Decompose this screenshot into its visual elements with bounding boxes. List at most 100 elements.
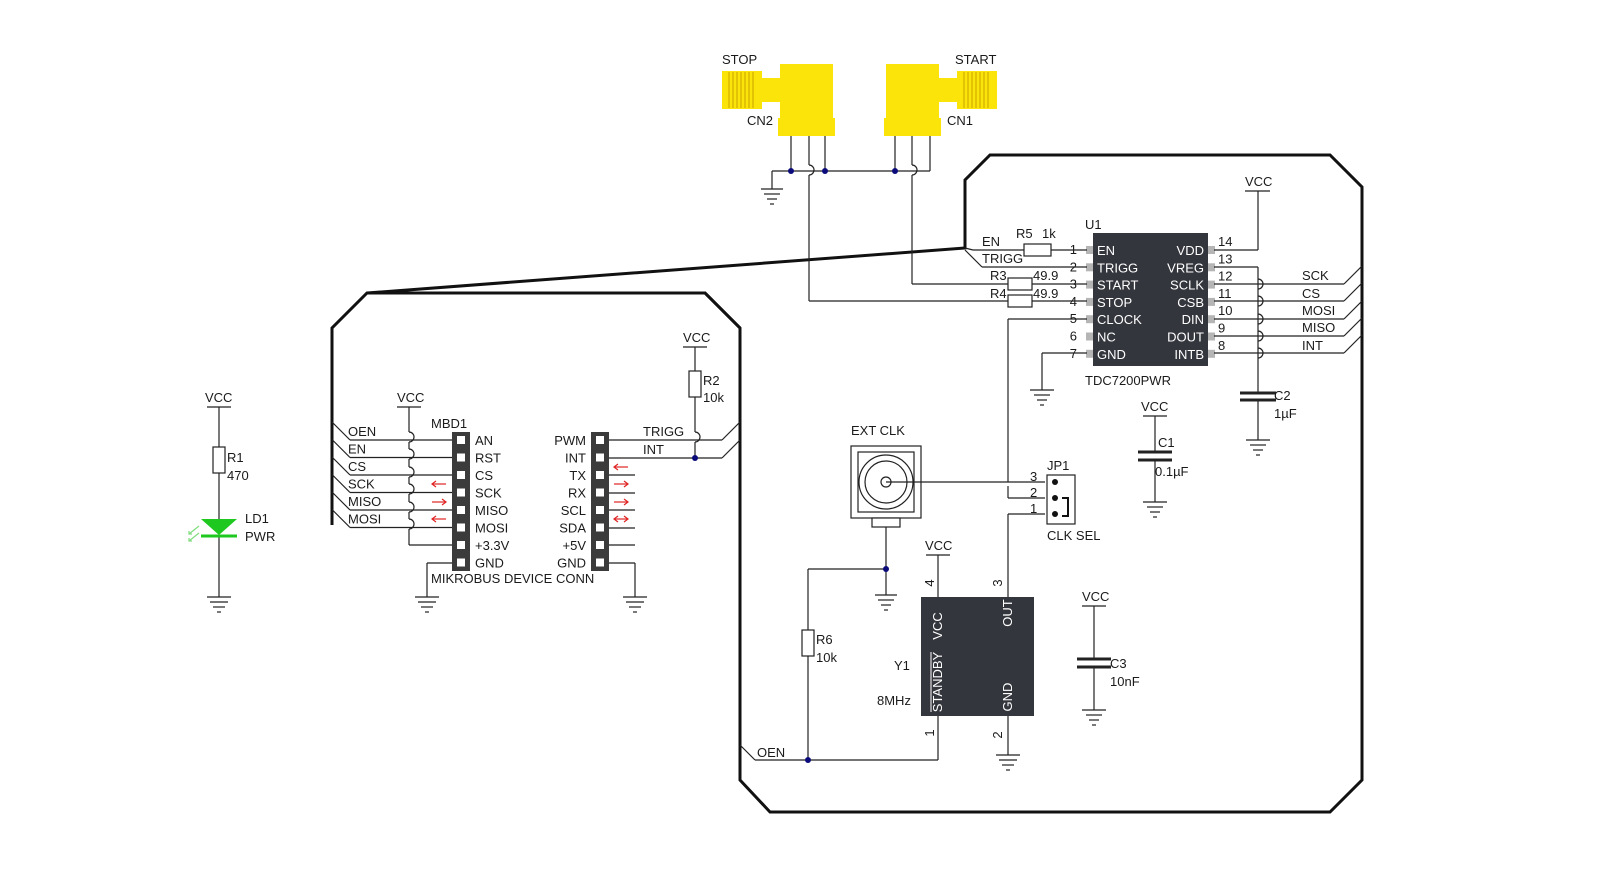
mbd1-left-header [452,432,470,571]
mikrobus-left-pin-label: SCK [475,486,502,501]
mikrobus-net-bend [331,456,351,476]
junction-dot [822,168,828,174]
mikrobus-net-label: MOSI [348,512,381,527]
y1-wiring [739,554,1020,771]
mikrobus-left-pin-label: RST [475,451,501,466]
u1-pin-pad [1208,263,1215,272]
ext-clk-connector [850,445,922,528]
u1-pin-name: CSB [1177,295,1204,310]
c2-val: 1µF [1274,406,1297,421]
jp1-pin3: 3 [1030,469,1037,484]
y1-chip [921,597,1034,716]
mikrobus-right-pin-label: INT [565,451,586,466]
stop-label: STOP [722,52,757,67]
u1-pin-number: 6 [1070,329,1077,344]
net-sck: SCK [1302,268,1329,283]
net-int-mb: INT [643,442,664,457]
jp1-header[interactable] [1046,474,1076,525]
mikrobus-right-pin-label: GND [557,556,586,571]
y1-vcc-label: VCC [925,538,952,553]
u1-pin-name: TRIGG [1097,260,1138,275]
y1-pin-vcc: VCC [930,612,945,639]
junction-dot [788,168,794,174]
u1-pin-name: DOUT [1167,330,1204,345]
u1-pin-number: 12 [1218,269,1232,284]
u1-chip [1093,233,1208,366]
mikrobus-pin-pad [596,541,604,549]
ld1-val: PWR [245,529,275,544]
u1-pin-number: 13 [1218,251,1232,266]
c3-capacitor [1077,605,1111,726]
net-cs: CS [1302,286,1320,301]
c1-vcc-label: VCC [1141,399,1168,414]
mikrobus-right-pin-label: TX [569,468,586,483]
r4-resistor [1007,294,1033,308]
led-vcc-label: VCC [205,390,232,405]
mikrobus-left-pin-label: MOSI [475,521,508,536]
mikrobus-left-pin-label: CS [475,468,493,483]
u1-pin-name: VREG [1167,260,1204,275]
mikrobus-pin-pad [457,541,465,549]
r3-val: 49.9 [1033,268,1058,283]
mikrobus-pin-pad [596,471,604,479]
led-emission-icon [188,525,200,542]
mikrobus-pin-pad [596,436,604,444]
junction-dot [892,168,898,174]
mikrobus-net-label: OEN [348,424,376,439]
mikrobus-net-label: EN [348,442,366,457]
mikrobus-net-bend [331,421,351,441]
jp1-pin [1052,511,1058,517]
mikrobus-pin-pad [457,436,465,444]
u1-pin-pad [1208,246,1215,254]
mikrobus-right-pin-label: SDA [559,521,586,536]
mikrobus-pin-pad [596,558,604,567]
net-trigg: TRIGG [982,251,1023,266]
mikrobus-net-label: MISO [348,494,381,509]
cn2-label: CN2 [747,113,773,128]
u1-wiring [964,190,1270,478]
mikrobus-frame-left [330,291,742,525]
net-mosi: MOSI [1302,303,1335,318]
net-oen-y1: OEN [757,745,785,760]
y1-ref: Y1 [894,658,910,673]
y1-pin-num-out: 3 [990,579,1005,586]
u1-pin-pad [1208,332,1215,341]
net-trigg-mb: TRIGG [643,424,684,439]
jp1-wiring [1007,478,1045,597]
mikrobus-pin-pad [457,523,465,532]
mikrobus-right-pin-label: RX [568,486,586,501]
r3-resistor [1007,277,1033,291]
r4-ref: R4 [990,286,1007,301]
r6-val: 10k [816,650,837,665]
u1-pin-name: EN [1097,243,1115,258]
u1-pin-pad [1086,349,1093,358]
r1-ref: R1 [227,450,244,465]
c3-ref: C3 [1110,656,1127,671]
u1-pin-number: 10 [1218,303,1232,318]
cn1-label: CN1 [947,113,973,128]
mikrobus-pin-pad [596,453,604,462]
c1-ref: C1 [1158,435,1175,450]
r5-resistor [1023,243,1052,257]
u1-pin-name: DIN [1182,312,1204,327]
u1-pin-pad [1086,280,1093,289]
u1-pin-name: INTB [1174,347,1204,362]
jp1-pin1: 1 [1030,501,1037,516]
u1-pin-pad [1208,315,1215,324]
r5-val: 1k [1042,226,1056,241]
mikrobus-vcc-left: VCC [397,390,424,405]
u1-pin-name: SCLK [1170,278,1204,293]
mikrobus-left-pin-label: GND [475,556,504,571]
c1-val: 0.1µF [1155,464,1189,479]
mikrobus-net-bend [331,439,351,458]
c2-capacitor [1240,390,1276,456]
mbd1-right-header [591,432,609,571]
mikrobus-pin-pad [596,488,604,497]
u1-pin-pad [1208,280,1215,289]
u1-pin-number: 9 [1218,321,1225,336]
c1-capacitor [1138,415,1172,518]
u1-right-nets [1214,265,1363,354]
u1-pin-pad [1086,263,1093,272]
u1-pin-pad [1086,332,1093,341]
